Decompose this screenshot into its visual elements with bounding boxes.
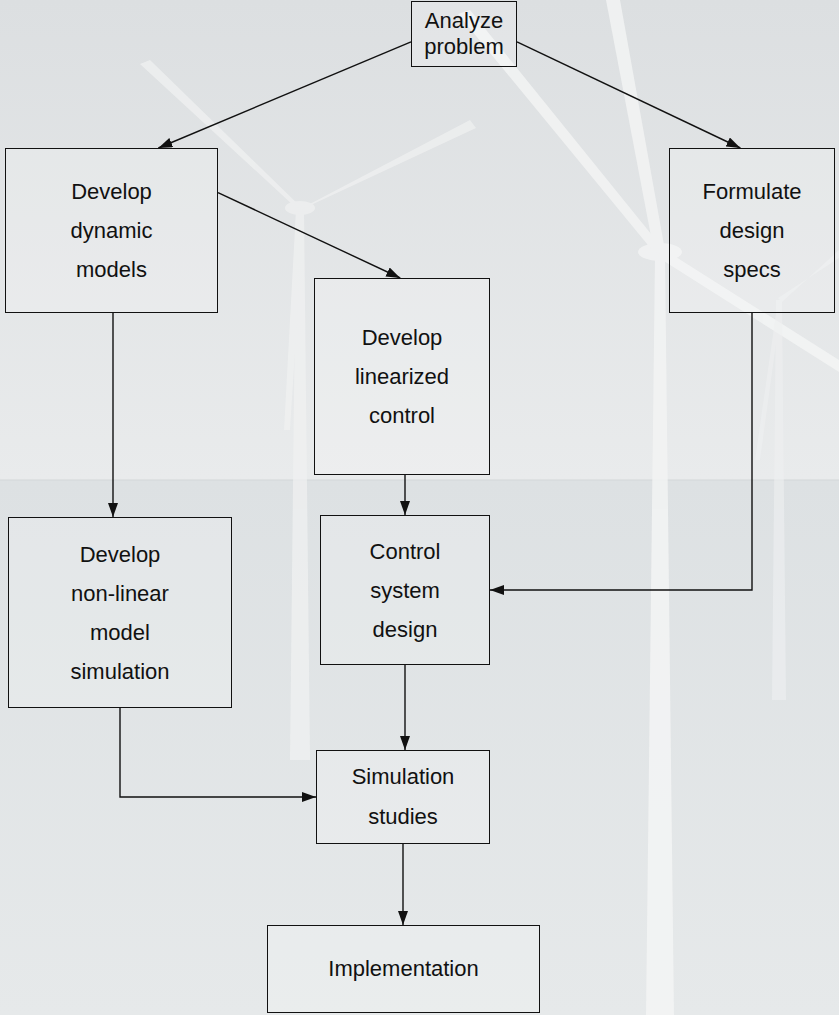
box-text-group: Analyze problem	[419, 8, 509, 60]
flow-arrow	[490, 313, 752, 590]
process-box: Formulate design specs	[669, 148, 835, 313]
box-text-group: Control system design	[355, 532, 455, 649]
process-box: Develop linearized control	[314, 278, 490, 475]
box-label: Control system design	[355, 532, 455, 649]
sea	[0, 480, 839, 1015]
wind-turbine	[458, 0, 839, 1015]
box-text-group: Develop dynamic models	[62, 172, 162, 289]
box-label: Formulate design specs	[692, 172, 812, 289]
box-text-group: Simulation studies	[338, 757, 468, 837]
box-text-group: Implementation	[304, 949, 504, 989]
process-box: Develop non-linear model simulation	[8, 517, 232, 708]
flow-arrow	[120, 708, 316, 797]
process-box: Analyze problem	[411, 1, 517, 67]
flow-arrow	[218, 193, 400, 278]
process-box: Develop dynamic models	[5, 148, 218, 313]
sky	[0, 0, 839, 480]
wind-turbine	[755, 250, 839, 700]
flow-arrow	[402, 844, 403, 925]
process-box: Simulation studies	[316, 750, 490, 844]
box-label: Implementation	[304, 949, 504, 989]
box-label: Analyze problem	[419, 8, 509, 60]
flow-arrow	[158, 42, 411, 148]
process-box: Implementation	[267, 925, 540, 1013]
box-text-group: Develop non-linear model simulation	[58, 535, 183, 691]
flow-arrow	[404, 475, 405, 515]
box-text-group: Develop linearized control	[342, 318, 462, 435]
flow-arrow	[112, 313, 113, 517]
box-label: Simulation studies	[338, 757, 468, 837]
flow-arrow	[404, 665, 405, 750]
flow-arrow	[517, 42, 740, 148]
box-text-group: Formulate design specs	[692, 172, 812, 289]
box-label: Develop dynamic models	[62, 172, 162, 289]
process-box: Control system design	[320, 515, 490, 665]
box-label: Develop linearized control	[342, 318, 462, 435]
box-label: Develop non-linear model simulation	[58, 535, 183, 691]
horizon	[0, 480, 839, 481]
